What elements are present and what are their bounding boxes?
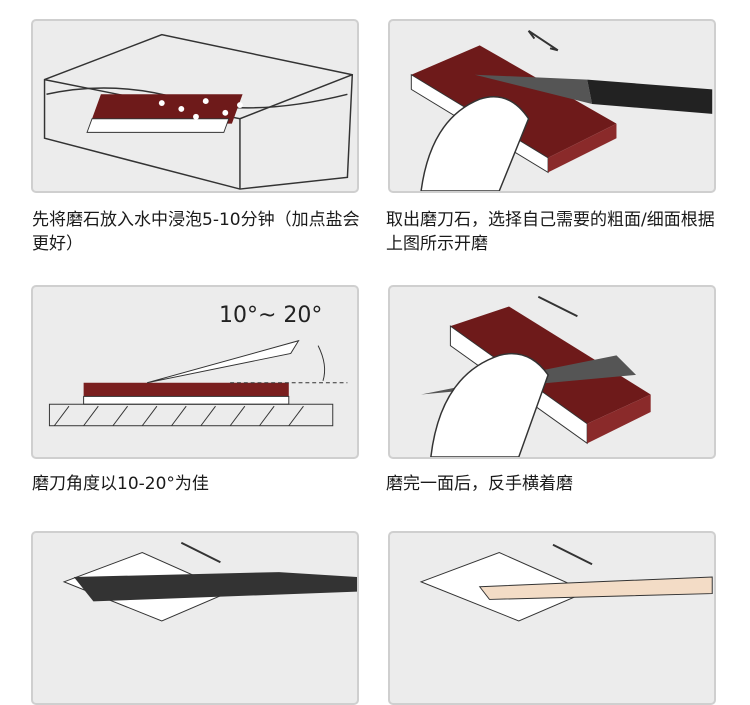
step4-caption: 磨完一面后，反手横着磨 (386, 474, 573, 494)
sharpening-angle-icon (48, 339, 348, 427)
knife-on-stone-icon (62, 541, 357, 622)
step1-illustration (31, 19, 359, 193)
step6-illustration (388, 531, 716, 705)
reverse-sharpening-icon (421, 295, 651, 457)
step2-illustration (388, 19, 716, 193)
step3-caption: 磨刀角度以10-20°为佳 (32, 474, 209, 494)
step5-illustration (31, 531, 359, 705)
angle-label: 10°~ 20° (219, 303, 323, 328)
water-basin-stone-icon (43, 33, 354, 190)
step2-caption: 取出磨刀石，选择自己需要的粗面/细面根据上图所示开磨 (386, 210, 715, 254)
step4-illustration (388, 285, 716, 459)
step3-illustration: 10°~ 20° (31, 285, 359, 459)
knife-on-stone-icon (419, 543, 713, 622)
step1-caption: 先将磨石放入水中浸泡5-10分钟（加点盐会更好） (32, 210, 360, 254)
knife-on-stone-icon (410, 29, 713, 191)
